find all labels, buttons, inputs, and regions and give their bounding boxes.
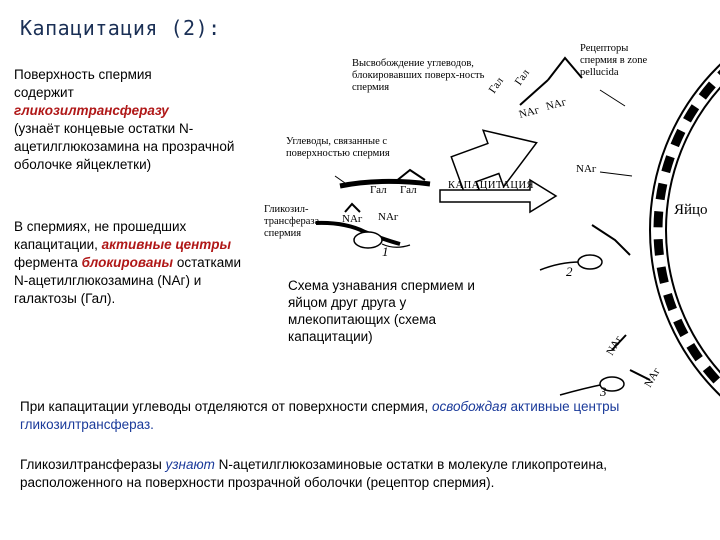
label-nag: NAг [642,365,663,389]
label-nag: NAг [604,333,625,357]
left-paragraph-rest: (узнаёт концевые остатки N-ацетилглюкоза… [14,121,235,172]
surface-carbs-chain [339,168,431,189]
releasing-highlight: освобождая [431,399,507,414]
release-label: Высвобождение углеводов, блокировавших п… [352,58,485,93]
label-num-2: 2 [566,264,573,279]
label-num-1: 1 [382,244,389,259]
label-num-3: 3 [599,384,607,399]
pointer-lines [334,89,633,184]
egg-label: Яйцо [674,202,708,218]
capacitation-label: КАПАЦИТАЦИЯ [448,180,534,191]
surface-carbs-label: Углеводы, связанные с поверхностью сперм… [286,136,390,159]
label-nag: NAг [378,211,399,223]
label-gal: Гал [513,67,533,88]
left-paragraph-surface: Поверхность спермия содержит гликозилтра… [14,66,252,174]
bottom-paragraph-2: Гликозилтрансферазы узнают N-ацетилглюко… [20,456,700,492]
glycosyltransferase-highlight: гликозилтрансферазу [14,103,169,118]
bottom-paragraph-1: При капацитации углеводы отделяются от п… [20,398,670,434]
enzyme-label: Гликозил-трансфераза спермия [264,204,320,239]
left-paragraph-blocked: В спермиях, не прошедших капацитации, ак… [14,218,244,308]
sperm-1 [315,202,411,249]
text-segment: N-ацетилглюкозаминовые остатки в молекул… [20,457,608,490]
arrow-up-icon [450,129,538,196]
page-title: Капацитация (2): [20,16,221,40]
label-nag: NAг [342,213,363,225]
label-nag: NAг [545,96,568,113]
label-nag: NAг [576,163,597,175]
text-segment: остатками N-ацетилглюкозамина (NAг) и га… [14,255,242,306]
diagram-caption: Схема узнавания спермием и яйцом друг др… [288,278,475,344]
label-gal: Гал [400,184,417,196]
active-centers-highlight: активные центры [101,237,232,252]
text-segment: активные центры гликозилтрансфераз. [20,399,620,432]
left-paragraph-line2: содержит [14,85,74,100]
recognize-highlight: узнают [165,457,215,472]
text-segment: В спермиях, не прошедших капацитации, [14,219,187,252]
receptors-label: Рецепторы спермия в zone pellucida [580,43,648,78]
blocked-highlight: блокированы [81,255,174,270]
text-segment: При капацитации углеводы отделяются от п… [20,399,432,414]
egg-cell [649,63,720,397]
text-segment: Гликозилтрансферазы [20,457,166,472]
label-nag: NAг [518,104,541,121]
label-gal: Гал [370,184,387,196]
released-carbs-chain [519,56,583,106]
sperm-3 [559,334,651,396]
arrow-right-icon [439,178,558,214]
text-segment: фермента [14,255,82,270]
sperm-2 [539,224,631,271]
left-paragraph-line1: Поверхность спермия [14,67,152,82]
